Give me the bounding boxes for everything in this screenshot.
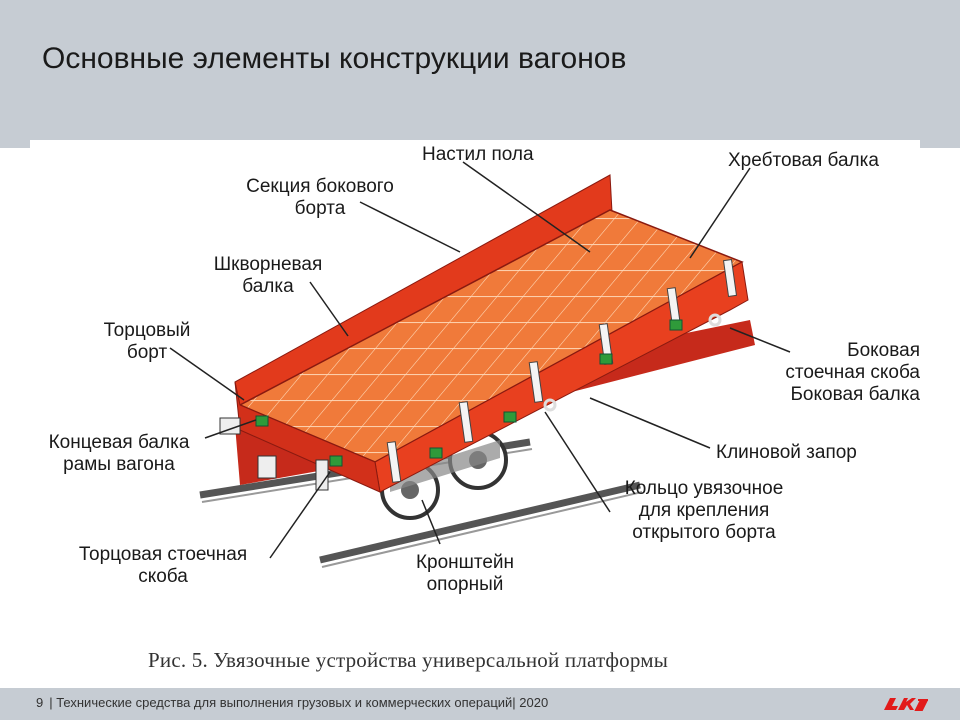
label-side-stake-line1: Боковая bbox=[847, 340, 920, 361]
tie-rings bbox=[543, 313, 722, 412]
figure-caption: Рис. 5. Увязочные устройства универсальн… bbox=[148, 648, 669, 672]
label-ring-line2: для крепления bbox=[638, 500, 770, 521]
wagon-illustration bbox=[169, 161, 791, 568]
label-floor: Настил пола bbox=[422, 144, 534, 165]
label-ring-line1: Кольцо увязочное bbox=[624, 478, 784, 499]
label-side-beam: Боковая балка bbox=[790, 384, 920, 405]
label-bolster-line2: балка bbox=[242, 276, 294, 297]
label-ring: Кольцо увязочное для крепления открытого… bbox=[604, 478, 804, 544]
end-brackets bbox=[219, 417, 329, 491]
label-end-stake-line1: Торцовая стоечная bbox=[78, 544, 248, 565]
label-side-section: Секция бокового борта bbox=[236, 176, 404, 220]
label-side-section-line1: Секция бокового bbox=[246, 176, 394, 197]
label-bolster-line1: Шкворневая bbox=[213, 254, 323, 275]
wedge-locks bbox=[255, 319, 683, 467]
label-side-stake-line2: стоечная скоба bbox=[785, 362, 920, 383]
label-end-beam: Концевая балка рамы вагона bbox=[30, 432, 208, 476]
footer-text: 9 | Технические средства для выполнения г… bbox=[36, 695, 554, 710]
footer-caption: | Технические средства для выполнения гр… bbox=[49, 695, 549, 710]
slide-footer: 9 | Технические средства для выполнения г… bbox=[0, 688, 960, 720]
page-title: Основные элементы конструкции вагонов bbox=[42, 42, 627, 75]
label-end-wall: Торцовый борт bbox=[82, 320, 212, 364]
page-number: 9 bbox=[36, 695, 44, 710]
label-end-wall-line2: борт bbox=[126, 342, 168, 363]
label-wedge-lock: Клиновой запор bbox=[716, 442, 857, 463]
label-bracket: Кронштейн опорный bbox=[400, 552, 530, 596]
label-end-beam-line1: Концевая балка bbox=[48, 432, 190, 453]
label-end-stake: Торцовая стоечная скоба bbox=[56, 544, 270, 588]
label-side-section-line2: борта bbox=[294, 198, 346, 219]
label-center-sill: Хребтовая балка bbox=[728, 150, 879, 171]
label-ring-line3: открытого борта bbox=[632, 522, 776, 543]
label-bracket-line2: опорный bbox=[426, 574, 504, 595]
label-end-wall-line1: Торцовый bbox=[103, 320, 191, 341]
label-bracket-line1: Кронштейн bbox=[415, 552, 515, 573]
wagon-diagram: Настил пола Хребтовая балка Секция боков… bbox=[30, 140, 920, 688]
label-side-stake: Боковая стоечная скоба Боковая балка bbox=[736, 340, 920, 406]
rzd-logo-icon bbox=[884, 698, 928, 711]
slide-header: Основные элементы конструкции вагонов bbox=[0, 0, 960, 148]
side-stakes bbox=[386, 259, 738, 483]
leader-lines bbox=[169, 161, 791, 559]
label-end-beam-line2: рамы вагона bbox=[63, 454, 175, 475]
label-end-stake-line2: скоба bbox=[138, 566, 188, 587]
label-bolster: Шкворневая балка bbox=[198, 254, 338, 298]
